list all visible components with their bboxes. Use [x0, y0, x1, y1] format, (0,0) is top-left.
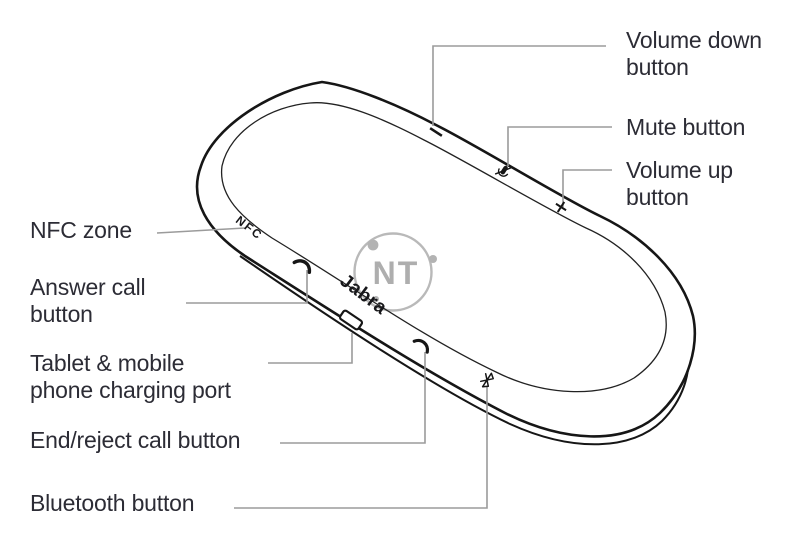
volume-down-icon	[429, 127, 443, 137]
watermark-text: NT	[373, 255, 420, 291]
leader-volume-up	[562, 169, 612, 207]
leader-end-call	[280, 352, 426, 444]
volume-up-icon	[555, 201, 567, 213]
label-answer-call-button: Answer call button	[30, 274, 146, 327]
watermark: NT	[353, 232, 437, 312]
leader-bluetooth	[234, 386, 488, 509]
leader-mute	[507, 126, 612, 166]
watermark-circle	[353, 232, 433, 312]
leader-charging-port	[268, 333, 353, 364]
watermark-dot-medium	[429, 255, 437, 263]
label-volume-up-button: Volume up button	[626, 157, 733, 210]
watermark-dot-small	[373, 296, 379, 302]
usb-charging-port-icon	[338, 309, 364, 331]
label-end-reject-call-button: End/reject call button	[30, 427, 241, 453]
label-charging-port: Tablet & mobile phone charging port	[30, 350, 231, 403]
label-volume-down-button: Volume down button	[626, 27, 762, 80]
mute-mic-icon	[494, 165, 512, 177]
end-call-icon	[412, 338, 430, 354]
device-bottom-edge	[239, 255, 690, 446]
label-mute-button: Mute button	[626, 114, 746, 140]
leader-answer-call	[186, 270, 308, 304]
label-nfc-zone: NFC zone	[30, 217, 132, 243]
leader-volume-down	[432, 45, 606, 126]
watermark-dot-large	[367, 239, 379, 251]
device-outer-outline	[195, 80, 697, 438]
device-inner-rim	[220, 102, 667, 393]
answer-call-icon	[292, 259, 312, 274]
leader-lines	[156, 45, 612, 509]
bluetooth-icon	[480, 372, 494, 388]
label-bluetooth-button: Bluetooth button	[30, 490, 195, 516]
leader-nfc-zone	[156, 227, 246, 234]
